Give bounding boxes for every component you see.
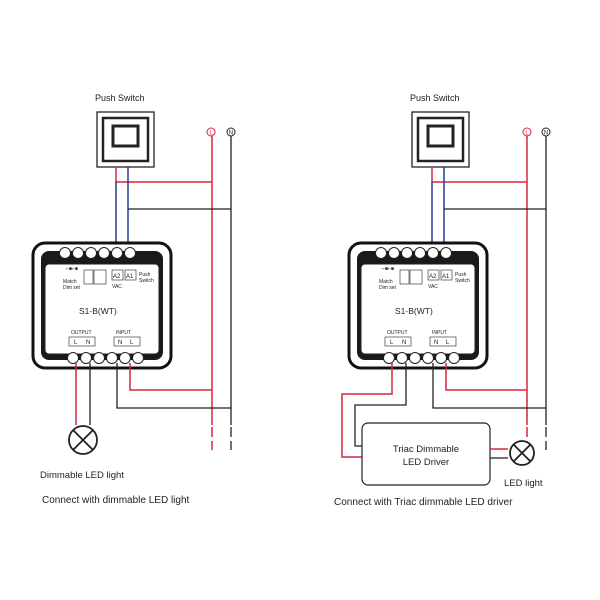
input-neutral-wire	[116, 363, 231, 409]
live-terminal-icon	[206, 127, 216, 137]
output-l: L	[390, 340, 394, 346]
input-terminal-box	[113, 336, 141, 347]
live-symbol: L	[525, 131, 529, 137]
push-label: Push	[139, 272, 151, 278]
top-terminal-row	[59, 247, 136, 259]
diagram-caption: Connect with Triac dimmable LED driver	[334, 497, 513, 508]
switch-label: Push Switch	[95, 93, 145, 103]
output-label: OUTPUT	[387, 330, 408, 336]
input-n: N	[118, 340, 122, 346]
bottom-terminal-row	[67, 352, 144, 364]
driver-label-line1: Triac Dimmable	[393, 444, 459, 455]
dim-set-label: Dim set	[63, 285, 81, 291]
switch-label-small: Switch	[139, 278, 154, 284]
diagram-caption: Connect with dimmable LED light	[42, 495, 190, 506]
match-label: Match	[63, 279, 77, 285]
dim-set-label: Dim set	[379, 285, 397, 291]
output-label: OUTPUT	[71, 330, 92, 336]
push-switch-button	[426, 124, 455, 148]
triac-led-driver	[361, 422, 491, 486]
output-terminal-box	[384, 336, 412, 347]
input-l: L	[130, 340, 134, 346]
device-model-label: S1-B(WT)	[395, 306, 433, 316]
terminal-a1: A1	[126, 274, 134, 280]
driver-label-line2: LED Driver	[403, 457, 449, 468]
match-label: Match	[379, 279, 393, 285]
output-terminal-box	[68, 336, 96, 347]
device-model-label: S1-B(WT)	[79, 306, 117, 316]
switch-label: Push Switch	[410, 93, 460, 103]
terminal-a1-box	[440, 269, 453, 281]
terminal-a2-box	[111, 269, 124, 281]
output-n: N	[402, 340, 406, 346]
mode-indicator-icon	[409, 269, 423, 285]
neutral-symbol: N	[544, 131, 548, 137]
push-label: Push	[455, 272, 467, 278]
lamp-cross	[512, 443, 532, 463]
top-terminal-row	[375, 247, 452, 259]
vac-label: VAC	[428, 284, 438, 290]
diagram-left: Push Switch L N ⌐■⌐■ Ma	[31, 93, 236, 506]
neutral-symbol: N	[229, 131, 233, 137]
input-l: L	[446, 340, 450, 346]
terminal-a2: A2	[113, 274, 121, 280]
input-terminal-box	[429, 336, 457, 347]
input-live-wire	[129, 363, 212, 391]
dip-switch-icon	[399, 269, 410, 285]
push-switch-button	[111, 124, 140, 148]
mode-indicator-icon	[93, 269, 107, 285]
dip-switch-label: ⌐■⌐■	[66, 266, 78, 272]
dip-switch-label: ⌐■⌐■	[382, 266, 394, 272]
terminal-a1: A1	[442, 274, 450, 280]
input-n: N	[434, 340, 438, 346]
input-label: INPUT	[116, 330, 131, 336]
lamp-cross	[72, 429, 94, 451]
terminal-a1-box	[124, 269, 137, 281]
live-symbol: L	[209, 131, 213, 137]
load-label: LED light	[504, 478, 543, 489]
output-live-wire	[341, 363, 393, 458]
output-l: L	[74, 340, 78, 346]
input-label: INPUT	[432, 330, 447, 336]
vac-label: VAC	[112, 284, 122, 290]
terminal-a2-box	[427, 269, 440, 281]
load-label: Dimmable LED light	[40, 470, 124, 481]
output-neutral-wire	[354, 363, 407, 447]
input-live-wire	[445, 363, 527, 391]
terminal-a2: A2	[429, 274, 437, 280]
switch-label-small: Switch	[455, 278, 470, 284]
output-n: N	[86, 340, 90, 346]
diagram-right: Push Switch L N ⌐■⌐■ Match Dim set	[334, 93, 551, 508]
bottom-terminal-row	[383, 352, 460, 364]
input-neutral-wire	[432, 363, 546, 409]
dip-switch-icon	[83, 269, 94, 285]
